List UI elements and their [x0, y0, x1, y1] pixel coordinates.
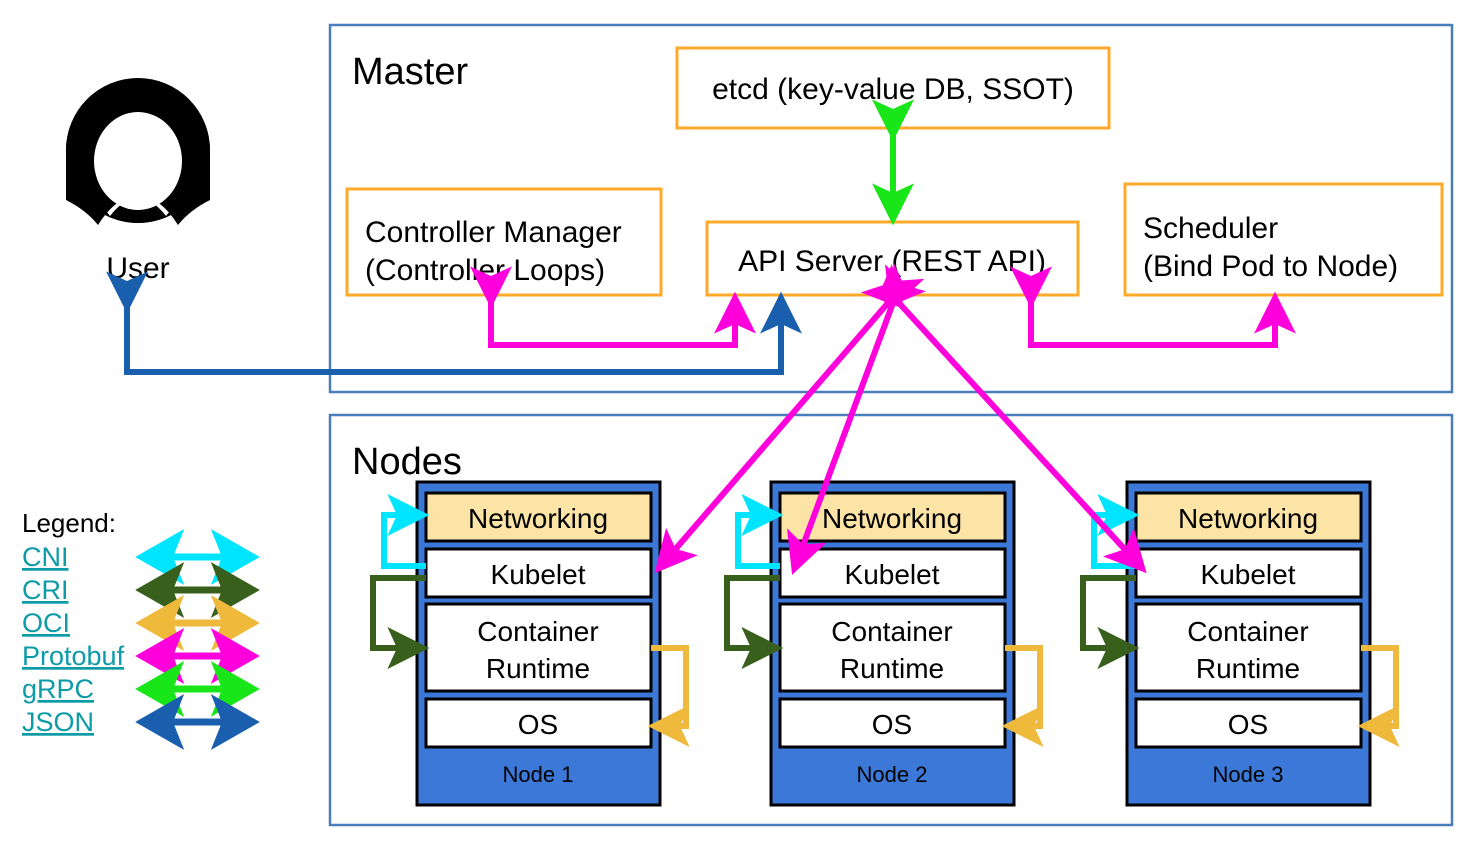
node-3-oci-arrow [1357, 645, 1400, 747]
node-2-networking-label: Networking [822, 503, 962, 534]
master-title: Master [352, 51, 468, 93]
node-3-container-runtime-label-1: Container [1187, 616, 1308, 647]
node-2-oci-arrow [1001, 645, 1044, 747]
node-1-os-label: OS [518, 709, 558, 740]
node-2-name: Node 2 [857, 762, 928, 787]
legend-label-protobuf[interactable]: Protobuf [22, 641, 125, 671]
node-card-2[interactable]: Networking Kubelet Container Runtime OS … [724, 480, 1044, 807]
legend-label-json[interactable]: JSON [22, 707, 94, 737]
node-2-container-runtime-label-2: Runtime [840, 653, 944, 684]
protobuf-scheduler-apiserver-arrow [1010, 266, 1296, 348]
node-2-container-runtime-layer[interactable] [778, 602, 1007, 693]
protobuf-apiserver-node3-arrow [860, 264, 1147, 574]
node-1-networking-label: Networking [468, 503, 608, 534]
node-3-name: Node 3 [1213, 762, 1284, 787]
node-3-container-runtime-layer[interactable] [1134, 602, 1363, 693]
node-1-container-runtime-label-1: Container [477, 616, 598, 647]
node-card-3[interactable]: Networking Kubelet Container Runtime OS … [1080, 480, 1400, 807]
scheduler-label-1: Scheduler [1143, 212, 1278, 245]
node-1-os-layer[interactable] [424, 697, 653, 749]
controller-manager-label-2: (Controller Loops) [365, 254, 605, 287]
node-3-container-runtime-label-2: Runtime [1196, 653, 1300, 684]
legend-title: Legend: [22, 508, 116, 538]
node-1-oci-arrow [647, 645, 690, 747]
etcd-label: etcd (key-value DB, SSOT) [712, 73, 1074, 106]
legend-label-cri[interactable]: CRI [22, 575, 69, 605]
node-1-cni-arrow [381, 494, 430, 569]
node-3-cri-arrow [1080, 575, 1140, 669]
node-2-os-label: OS [872, 709, 912, 740]
api-server-label: API Server (REST API) [738, 245, 1046, 278]
node-1-networking-layer[interactable] [424, 491, 653, 543]
scheduler-label-2: (Bind Pod to Node) [1143, 250, 1398, 283]
node-1-container-runtime-layer[interactable] [424, 602, 653, 693]
node-3-kubelet-layer[interactable] [1134, 547, 1363, 599]
node-1-cri-arrow [370, 575, 430, 669]
node-3-networking-label: Networking [1178, 503, 1318, 534]
node-2-kubelet-label: Kubelet [845, 559, 940, 590]
legend-label-grpc[interactable]: gRPC [22, 674, 94, 704]
node-3-kubelet-label: Kubelet [1201, 559, 1296, 590]
json-user-apiserver-arrow [106, 271, 802, 375]
user-label: User [106, 252, 169, 285]
node-2-os-layer[interactable] [778, 697, 1007, 749]
node-3-os-layer[interactable] [1134, 697, 1363, 749]
node-1-name: Node 1 [503, 762, 574, 787]
node-1-kubelet-label: Kubelet [491, 559, 586, 590]
legend: Legend: CNI CRI OCI Protobuf gRPC JSON [22, 508, 260, 750]
node-1-container-runtime-label-2: Runtime [486, 653, 590, 684]
node-3-os-label: OS [1228, 709, 1268, 740]
node-card-1[interactable]: Networking Kubelet Container Runtime OS … [370, 480, 690, 807]
controller-manager-label-1: Controller Manager [365, 216, 622, 249]
node-2-cri-arrow [724, 575, 784, 669]
legend-label-cni[interactable]: CNI [22, 542, 69, 572]
legend-label-oci[interactable]: OCI [22, 608, 70, 638]
node-1-kubelet-layer[interactable] [424, 547, 653, 599]
user-avatar-icon [65, 78, 210, 225]
nodes-title: Nodes [352, 441, 462, 483]
node-2-container-runtime-label-1: Container [831, 616, 952, 647]
protobuf-controllermanager-apiserver-arrow [470, 266, 756, 348]
